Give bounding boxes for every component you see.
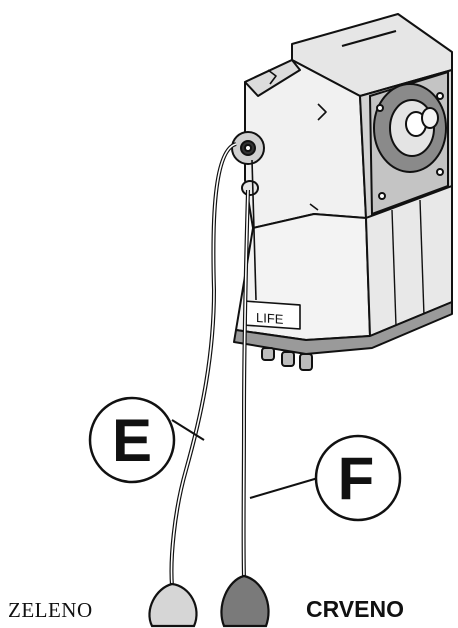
callout-e-letter: E	[112, 407, 152, 474]
housing-rib-1	[391, 209, 397, 327]
housing-top-slot	[341, 29, 397, 48]
flange-bolt-2	[436, 92, 444, 100]
flange-shaft	[421, 107, 439, 129]
housing-rib-2	[419, 199, 425, 317]
label-zeleno: ZELENO	[8, 598, 93, 622]
flange-bolt-3	[378, 192, 386, 200]
callout-f-circle	[314, 434, 402, 522]
callout-f-leader	[249, 477, 319, 499]
flange-bolt-4	[436, 168, 444, 176]
corner-mark-2	[317, 103, 327, 121]
label-crveno: CRVENO	[306, 596, 404, 622]
wire-drop	[251, 159, 257, 301]
housing-base	[233, 301, 453, 355]
corner-mark-3	[309, 203, 319, 211]
wire-green-core	[170, 143, 237, 587]
wire-red-core	[242, 189, 249, 579]
device-badge-label: LIFE	[256, 310, 284, 327]
cable-gland-2	[281, 351, 295, 367]
float-green	[148, 582, 198, 628]
cable-guide	[241, 180, 259, 196]
side-flange	[368, 70, 449, 216]
cable-gland-1	[261, 347, 275, 361]
pulley-hub	[244, 144, 252, 152]
corner-mark-1	[267, 69, 277, 85]
float-red	[220, 574, 270, 628]
callout-e-leader	[171, 419, 205, 441]
callout-f-letter: F	[338, 445, 375, 512]
callout-e-circle	[88, 396, 176, 484]
wire-green	[169, 142, 237, 587]
housing-front-shade	[244, 59, 301, 97]
cable-gland-3	[299, 353, 313, 371]
flange-bolt-1	[376, 104, 384, 112]
